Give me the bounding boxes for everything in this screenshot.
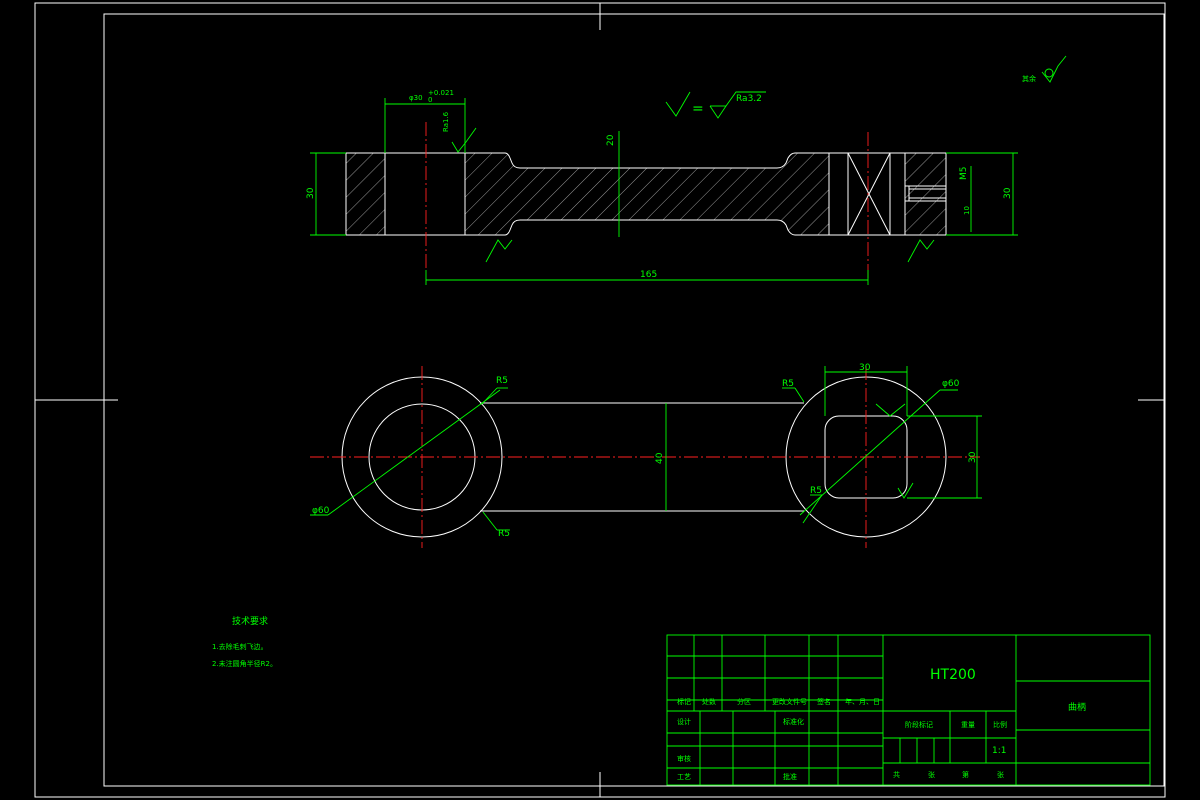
tb-approve: 批准 <box>783 772 797 781</box>
top-dimensions <box>310 366 982 531</box>
dim-r5-inner-right: R5 <box>810 486 822 496</box>
dim-dia-right: φ60 <box>942 379 960 389</box>
dim-dia-left: φ60 <box>312 506 330 516</box>
tb-header-zone: 分区 <box>737 697 751 706</box>
tb-sheet-total-unit: 张 <box>928 770 935 779</box>
tb-material: HT200 <box>930 667 976 683</box>
tb-header-mark: 标记 <box>677 697 691 706</box>
dim-m5-depth: 10 <box>963 206 971 215</box>
hatch-shank <box>465 153 829 235</box>
dim-center-distance: 165 <box>640 270 657 280</box>
tb-standardize: 标准化 <box>783 717 804 726</box>
tb-scale-value: 1:1 <box>992 746 1006 756</box>
tb-design: 设计 <box>677 717 691 726</box>
tech-req-item-2: 2.未注圆角半径R2。 <box>212 659 277 668</box>
tb-sheet-no: 第 <box>962 770 969 779</box>
dim-shank-width: 40 <box>655 452 665 464</box>
dim-square-width: 30 <box>859 363 871 373</box>
tb-header-count: 处数 <box>702 697 716 706</box>
dim-r5-top-left: R5 <box>496 376 508 386</box>
dim-bore-dia: φ30 <box>409 94 423 102</box>
title-block <box>666 634 1151 786</box>
corner-note: 其余 <box>1022 74 1036 83</box>
top-view <box>310 366 980 548</box>
dim-bore-tol: +0.021 <box>428 89 454 97</box>
hatch-right-end <box>905 153 946 235</box>
outer-frame <box>34 2 1166 798</box>
tb-header-change-doc: 更改文件号 <box>772 697 807 706</box>
dim-square-height: 30 <box>968 451 978 463</box>
dim-left-height: 30 <box>306 187 316 199</box>
tb-part-name: 曲柄 <box>1068 701 1086 713</box>
hatch-left-wall <box>346 153 385 235</box>
centering-marks <box>35 3 1165 797</box>
tb-review: 审核 <box>677 754 691 763</box>
tb-scale: 比例 <box>993 720 1007 729</box>
surface-note-equals: = <box>692 101 704 117</box>
tech-req-title: 技术要求 <box>232 615 268 627</box>
dim-shank-height: 20 <box>606 134 616 146</box>
surface-note-ra: Ra3.2 <box>736 94 762 104</box>
tb-stage-mark: 阶段标记 <box>905 720 933 729</box>
surface-roughness-note <box>665 91 766 119</box>
tb-header-sign: 签名 <box>817 697 831 706</box>
inner-frame <box>103 13 1165 787</box>
tech-req-item-1: 1.去除毛刺飞边。 <box>212 642 268 651</box>
dim-bore-ra: Ra1.6 <box>442 111 450 132</box>
dim-r5-bottom-left: R5 <box>498 529 510 539</box>
dim-bore-tol-low: 0 <box>428 96 432 104</box>
tb-process: 工艺 <box>677 773 691 781</box>
dim-right-height: 30 <box>1003 187 1013 199</box>
dim-r5-top-right: R5 <box>782 379 794 389</box>
tb-header-date: 年、月、日 <box>845 697 880 706</box>
front-dimensions <box>310 98 1018 285</box>
corner-roughness-symbol <box>1041 55 1067 83</box>
tb-weight: 重量 <box>961 721 975 729</box>
tb-sheet-total: 共 <box>893 770 900 779</box>
tb-sheet-no-unit: 张 <box>997 770 1004 779</box>
front-view <box>345 122 947 280</box>
dim-m5: M5 <box>959 167 969 181</box>
